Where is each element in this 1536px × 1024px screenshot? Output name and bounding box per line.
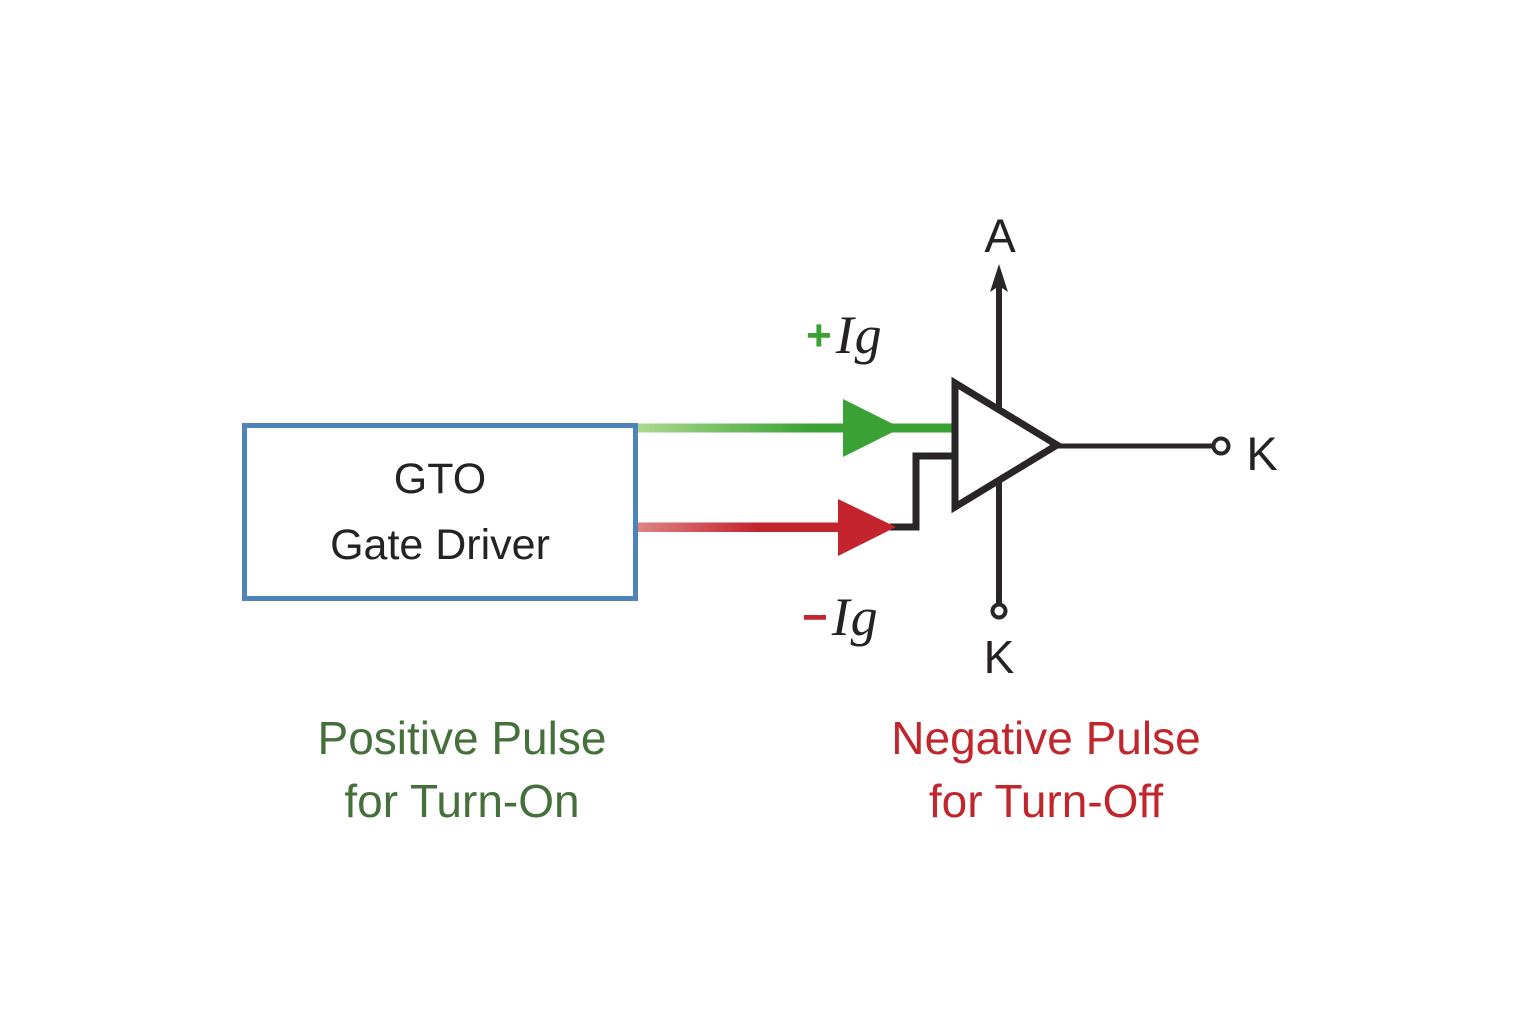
gate-driver-box-line2: Gate Driver xyxy=(330,521,550,569)
minus-sign: − xyxy=(802,593,828,642)
thyristor-triangle xyxy=(951,376,1064,514)
positive-pulse-arrow-icon xyxy=(843,399,901,457)
gate-current-symbol: Ig xyxy=(831,587,879,647)
anode-arrow-icon xyxy=(990,264,1008,292)
negative-pulse-arrow-icon xyxy=(838,499,896,556)
negative-pulse-caption: Negative Pulse for Turn-Off xyxy=(836,707,1256,833)
negative-pulse-caption-line2: for Turn-Off xyxy=(928,775,1164,827)
positive-gate-current-label: + Ig xyxy=(806,306,883,366)
positive-pulse-caption: Positive Pulse for Turn-On xyxy=(252,707,672,833)
anode-label: A xyxy=(984,209,1016,262)
cathode-bottom-label: K xyxy=(983,631,1015,683)
plus-sign: + xyxy=(806,311,832,360)
gate-step-wire xyxy=(890,452,955,531)
positive-pulse-caption-line2: for Turn-On xyxy=(344,775,580,827)
gate-driver-box-line1: GTO xyxy=(393,455,487,503)
cathode-right-label: K xyxy=(1246,427,1278,480)
cathode-bottom-terminal xyxy=(990,602,1008,620)
cathode-right-terminal xyxy=(1211,436,1231,456)
gate-driver-box: GTO Gate Driver xyxy=(242,423,638,601)
negative-pulse-caption-line1: Negative Pulse xyxy=(891,712,1201,764)
negative-gate-current-label: − Ig xyxy=(802,588,879,648)
gate-current-symbol: Ig xyxy=(835,305,883,365)
positive-pulse-caption-line1: Positive Pulse xyxy=(317,712,607,764)
positive-pulse-line xyxy=(637,423,955,433)
negative-pulse-line xyxy=(637,522,855,532)
